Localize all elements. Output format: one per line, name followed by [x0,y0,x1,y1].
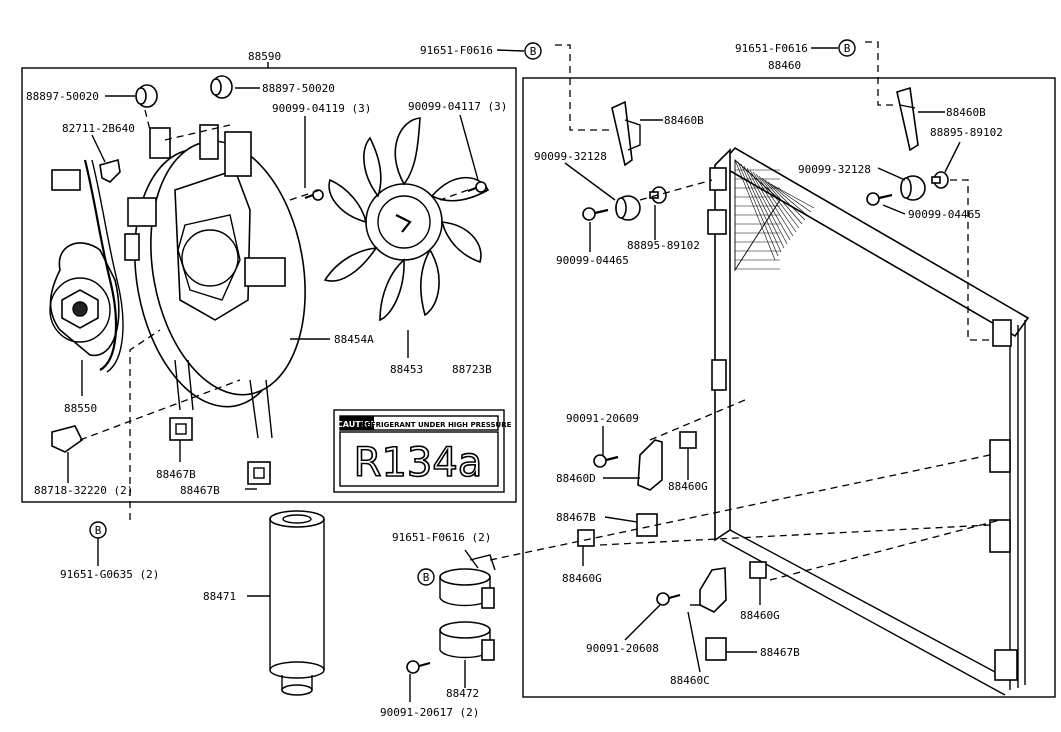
sticker-refrigerant-text: R134a [354,440,483,486]
callout-b: B [417,568,435,586]
drier-bracket [439,554,496,609]
label-88467b: 88467B [556,511,596,524]
label-88454a: 88454A [334,333,374,346]
label-88453: 88453 [390,363,423,376]
bracket-d [637,439,663,491]
label-88590: 88590 [248,50,281,63]
label-88895-89102: 88895-89102 [627,239,700,252]
collar [649,186,667,204]
screw [406,660,431,674]
receiver-drier [269,510,325,696]
label-88718-32220: 88718-32220 (2) [34,484,133,497]
dashed-lines [79,41,1001,581]
sticker-warning-text: REFRIGERANT UNDER HIGH PRESSURE [361,421,512,429]
label-88467b: 88467B [760,646,800,659]
grommet [210,75,233,99]
leader-lines [67,47,961,702]
label-88467b: 88467B [156,468,196,481]
bracket [896,86,919,152]
label-91651-f0616: 91651-F0616 [735,42,808,55]
label-88897-50020: 88897-50020 [26,90,99,103]
clip [169,417,193,441]
condenser-fins [734,159,815,270]
clip [247,461,271,485]
label-91651-g0635: 91651-G0635 (2) [60,568,159,581]
label-88550: 88550 [64,402,97,415]
bolt [866,192,893,206]
callout-b-text: B [844,42,851,55]
bolt [593,454,619,468]
condenser-core [714,146,1030,696]
motor-connector [51,169,81,191]
label-88460c: 88460C [670,674,710,687]
label-88467b: 88467B [180,484,220,497]
collar [931,171,949,189]
clip [636,513,727,661]
label-88895-89102: 88895-89102 [930,126,1003,139]
condenser-tab [707,167,1018,681]
label-88460d: 88460D [556,472,596,485]
label-90099-32128: 90099-32128 [798,163,871,176]
label-82711-2b640: 82711-2B640 [62,122,135,135]
cushion-block [577,431,767,579]
bolt [656,592,681,606]
part-labels: 88590 88897-50020 88897-50020 82711-2B64… [26,42,1003,719]
connector-clip [51,425,84,453]
cushion [900,175,926,201]
drier-bracket [439,621,495,661]
label-91651-f0616: 91651-F0616 (2) [392,531,491,544]
cushion [615,195,641,221]
label-90091-20608: 90091-20608 [586,642,659,655]
label-90099-04465: 90099-04465 [908,208,981,221]
fan-blade [323,117,490,322]
label-88897-50020: 88897-50020 [262,82,335,95]
callout-b-text: B [530,45,537,58]
label-88460g: 88460G [740,609,780,622]
callout-b: B [89,521,107,539]
label-88460g: 88460G [562,572,602,585]
callout-b: B [524,42,542,60]
label-90099-04117: 90099-04117 (3) [408,100,507,113]
label-90099-32128: 90099-32128 [534,150,607,163]
caution-sticker [333,409,505,493]
label-88471: 88471 [203,590,236,603]
wire-clamp [99,158,121,183]
label-88460g: 88460G [668,480,708,493]
label-88723b: 88723B [452,363,492,376]
bolt [582,207,609,221]
label-90099-04119: 90099-04119 (3) [272,102,371,115]
callout-b: B [838,39,856,57]
label-88460b: 88460B [946,106,986,119]
fan-shroud [124,124,306,439]
fan-assembly-frame [21,67,517,503]
grommet [135,84,158,108]
condenser-assembly-frame [522,77,1056,698]
label-91651-f0616: 91651-F0616 [420,44,493,57]
label-90099-04465: 90099-04465 [556,254,629,267]
label-88460: 88460 [768,59,801,72]
sticker-caution-text: CAUTION [337,420,377,429]
label-88472: 88472 [446,687,479,700]
bracket-c [690,567,727,613]
label-88460b: 88460B [664,114,704,127]
callout-b-text: B [423,571,430,584]
fan-motor [49,159,124,373]
callout-b-text: B [95,524,102,537]
label-90091-20617: 90091-20617 (2) [380,706,479,719]
bracket [611,100,641,167]
screw [467,181,487,193]
label-90091-20609: 90091-20609 [566,412,639,425]
